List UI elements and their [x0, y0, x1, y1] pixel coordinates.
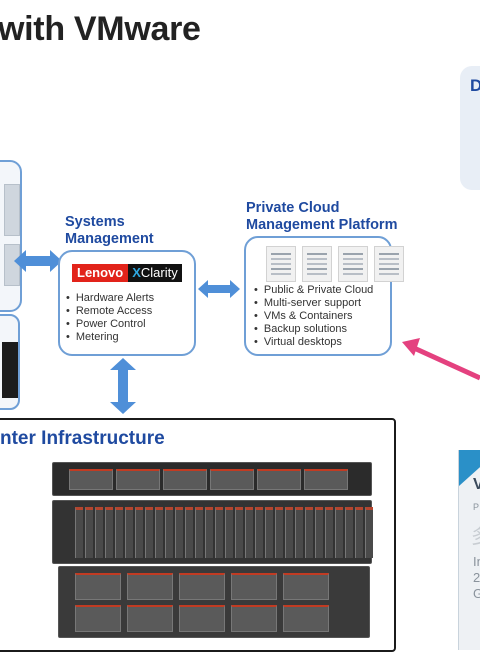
screenshot-thumbnail	[302, 246, 332, 282]
right-bottom-card: V P 多 In 2 G	[458, 450, 480, 650]
datacenter-infrastructure-box: nter Infrastructure	[0, 418, 396, 652]
list-item: Public & Private Cloud	[254, 284, 373, 297]
list-item: VMs & Containers	[254, 310, 373, 323]
list-item: Hardware Alerts	[66, 292, 154, 305]
platform-screenshots	[266, 246, 404, 282]
list-item: Multi-server support	[254, 297, 373, 310]
double-arrow-horizontal-icon	[14, 250, 62, 272]
screenshot-thumbnail	[4, 184, 20, 236]
lenovo-logo-text: Lenovo	[72, 264, 129, 282]
list-item: Virtual desktops	[254, 336, 373, 349]
systems-management-list: Hardware Alerts Remote Access Power Cont…	[66, 292, 154, 344]
private-cloud-box: Public & Private Cloud Multi-server supp…	[244, 236, 404, 356]
list-item: Backup solutions	[254, 323, 373, 336]
left-panel-display	[0, 314, 20, 410]
private-cloud-title: Private Cloud Management Platform	[246, 200, 397, 234]
screenshot-thumbnail	[266, 246, 296, 282]
card-text: P	[473, 502, 480, 512]
server-2u-image	[52, 500, 373, 564]
card-text: V	[473, 476, 480, 493]
double-arrow-vertical-icon	[110, 358, 136, 414]
systems-management-title-line2: Management	[65, 231, 154, 247]
systems-management-title: Systems Management	[65, 214, 154, 248]
server-multinode-image	[58, 566, 370, 638]
private-cloud-title-line2: Management Platform	[246, 217, 398, 233]
server-1u-image	[52, 462, 372, 496]
private-cloud-title-line1: Private Cloud	[246, 200, 340, 216]
xclarity-logo-text: XClarity	[128, 264, 182, 282]
systems-management-title-line1: Systems	[65, 214, 125, 230]
private-cloud-list: Public & Private Cloud Multi-server supp…	[254, 284, 373, 349]
double-arrow-horizontal-icon	[198, 280, 240, 298]
xclarity-x: X	[132, 265, 141, 280]
screenshot-thumbnail	[338, 246, 368, 282]
card-text: In	[473, 554, 480, 569]
card-text: 多	[471, 520, 480, 549]
right-top-card-heading: D	[470, 76, 480, 95]
list-item: Remote Access	[66, 305, 154, 318]
screenshot-thumbnail	[374, 246, 404, 282]
display-screen	[2, 342, 18, 398]
systems-management-box: Lenovo XClarity Hardware Alerts Remote A…	[58, 250, 196, 356]
xclarity-clarity: Clarity	[140, 265, 178, 280]
pink-arrow-icon	[402, 336, 480, 382]
lenovo-xclarity-logo: Lenovo XClarity	[72, 264, 182, 282]
list-item: Power Control	[66, 318, 154, 331]
card-text: 2	[473, 570, 480, 585]
list-item: Metering	[66, 331, 154, 344]
card-text: G	[473, 586, 480, 601]
left-panel-screenshot	[0, 160, 22, 312]
right-top-card: D	[460, 66, 480, 190]
page-title: with VMware	[0, 10, 201, 48]
datacenter-title: nter Infrastructure	[0, 428, 165, 449]
